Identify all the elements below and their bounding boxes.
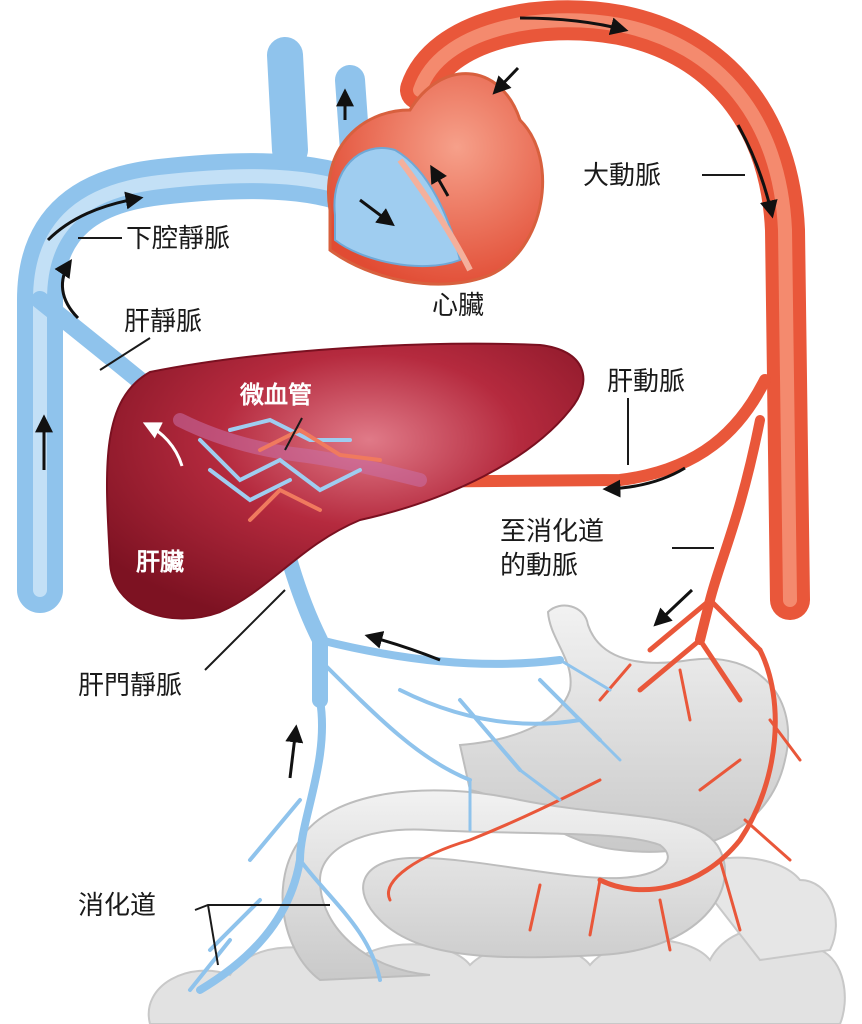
label-arteries-to-gut-line2: 的動脈 <box>500 551 578 581</box>
arrow-atrium <box>359 198 395 227</box>
arrow-liver-outflow <box>142 422 184 467</box>
arrow-portal-up <box>285 724 304 779</box>
label-arteries-to-gut-line1: 至消化道 <box>500 517 604 547</box>
liver-shape <box>106 342 585 620</box>
label-digestive-tract: 消化道 <box>78 891 156 921</box>
label-liver: 肝臟 <box>136 548 184 576</box>
arrow-ivc-top <box>46 191 144 242</box>
leader-lines <box>78 174 745 966</box>
label-aorta: 大動脈 <box>583 161 661 191</box>
arrow-ivc-curve <box>54 259 80 320</box>
label-hepatic-artery: 肝動脈 <box>607 367 685 397</box>
arrow-pulmonary <box>492 66 520 95</box>
arrow-portal-flow <box>364 631 441 662</box>
label-heart: 心臟 <box>432 291 484 321</box>
label-inferior-vena-cava: 下腔靜脈 <box>126 224 230 254</box>
arrow-ventricle <box>430 164 450 197</box>
flow-arrows <box>35 16 778 779</box>
arrow-hepatic-artery <box>602 466 686 498</box>
digestive-tract-shape <box>147 604 846 1024</box>
arrow-gut-artery <box>653 588 694 627</box>
label-portal-vein: 肝門靜脈 <box>78 671 182 701</box>
arrow-aorta-down <box>736 124 778 219</box>
arrow-aortic-arch <box>519 16 629 35</box>
label-hepatic-vein: 肝靜脈 <box>124 307 202 337</box>
label-capillaries: 微血管 <box>239 381 312 409</box>
capillary-network <box>173 413 427 522</box>
